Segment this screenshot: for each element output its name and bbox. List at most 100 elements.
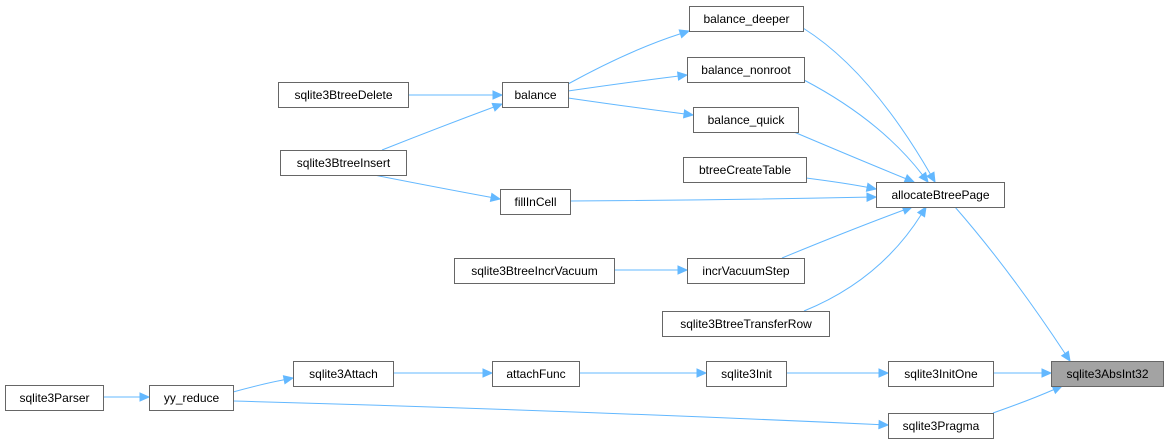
- arrowhead-icon: [1051, 385, 1064, 395]
- node-box: [683, 157, 807, 183]
- edge-balance_quick-to-allocateBtreePage: [793, 131, 916, 183]
- node-box: [149, 385, 234, 411]
- edge-yy_reduce-to-sqlite3Attach: [232, 375, 295, 393]
- node-btreeCreateTable[interactable]: btreeCreateTable: [683, 157, 807, 183]
- edge-sqlite3BtreeDelete-to-balance: [408, 90, 504, 100]
- edge-btreeCreateTable-to-allocateBtreePage: [805, 177, 878, 192]
- edge-sqlite3InitOne-to-sqlite3AbsInt32: [993, 368, 1053, 378]
- node-sqlite3InitOne[interactable]: sqlite3InitOne: [888, 361, 994, 387]
- node-label: sqlite3BtreeIncrVacuum: [471, 264, 598, 278]
- arrowhead-icon: [865, 182, 878, 192]
- arrowhead-icon: [492, 90, 504, 100]
- edge-balance-to-balance_deeper: [567, 29, 691, 85]
- arrowhead-icon: [1060, 350, 1071, 363]
- node-label: balance_nonroot: [701, 63, 791, 77]
- node-box: [876, 182, 1005, 208]
- edge-line: [954, 206, 1066, 354]
- node-sqlite3BtreeTransferRow[interactable]: sqlite3BtreeTransferRow: [662, 311, 830, 337]
- edge-line: [802, 27, 931, 175]
- node-label: incrVacuumStep: [702, 264, 789, 278]
- node-label: balance: [514, 88, 556, 102]
- node-label: sqlite3AbsInt32: [1066, 367, 1148, 381]
- edge-fillInCell-to-allocateBtreePage: [569, 192, 878, 202]
- node-sqlite3BtreeIncrVacuum[interactable]: sqlite3BtreeIncrVacuum: [454, 258, 615, 284]
- edge-balance_deeper-to-allocateBtreePage: [802, 27, 936, 184]
- node-box: [502, 82, 569, 108]
- edge-sqlite3BtreeIncrVacuum-to-incrVacuumStep: [614, 265, 689, 275]
- arrowhead-icon: [282, 375, 295, 385]
- node-box: [693, 107, 799, 133]
- node-label: yy_reduce: [164, 391, 220, 405]
- edge-line: [992, 389, 1054, 414]
- node-label: sqlite3BtreeTransferRow: [680, 317, 812, 331]
- node-label: fillInCell: [514, 195, 556, 209]
- edge-incrVacuumStep-to-allocateBtreePage: [781, 205, 914, 259]
- arrowhead-icon: [677, 265, 689, 275]
- arrowhead-icon: [1041, 368, 1053, 378]
- edge-line: [569, 196, 868, 202]
- node-sqlite3Parser[interactable]: sqlite3Parser: [5, 385, 104, 411]
- node-box: [687, 57, 805, 83]
- arrowhead-icon: [491, 102, 504, 112]
- node-label: btreeCreateTable: [699, 163, 791, 177]
- arrowhead-icon: [916, 205, 927, 218]
- edge-line: [803, 79, 923, 176]
- edge-sqlite3Parser-to-yy_reduce: [103, 392, 151, 402]
- node-box: [888, 413, 994, 439]
- arrowhead-icon: [489, 192, 502, 202]
- node-yy_reduce[interactable]: yy_reduce: [149, 385, 234, 411]
- edge-line: [232, 379, 285, 393]
- node-label: sqlite3Init: [721, 367, 772, 381]
- node-fillInCell[interactable]: fillInCell: [500, 189, 571, 215]
- arrowhead-icon: [878, 368, 890, 378]
- node-label: sqlite3Attach: [309, 367, 378, 381]
- edge-line: [803, 214, 922, 312]
- node-incrVacuumStep[interactable]: incrVacuumStep: [687, 258, 805, 284]
- node-layer: balance_deeper balance_nonroot sqlite3Btre…: [5, 6, 1164, 439]
- node-label: sqlite3InitOne: [904, 367, 978, 381]
- edge-layer: [103, 27, 1071, 430]
- edge-balance-to-balance_nonroot: [567, 71, 689, 92]
- node-balance[interactable]: balance: [502, 82, 569, 108]
- node-label: balance_deeper: [703, 12, 789, 26]
- node-box: [500, 189, 571, 215]
- node-label: sqlite3BtreeInsert: [297, 156, 391, 170]
- edge-sqlite3BtreeInsert-to-fillInCell: [373, 174, 502, 202]
- edge-line: [373, 174, 492, 198]
- arrowhead-icon: [696, 368, 708, 378]
- node-balance_nonroot[interactable]: balance_nonroot: [687, 57, 805, 83]
- node-box: [454, 258, 615, 284]
- edge-balance_nonroot-to-allocateBtreePage: [803, 79, 929, 183]
- node-box: [492, 361, 580, 387]
- node-allocateBtreePage[interactable]: allocateBtreePage: [876, 182, 1005, 208]
- node-balance_quick[interactable]: balance_quick: [693, 107, 799, 133]
- edge-line: [567, 33, 681, 85]
- arrowhead-icon: [682, 109, 695, 119]
- edge-line: [781, 209, 904, 259]
- edge-balance-to-balance_quick: [567, 97, 695, 119]
- node-sqlite3BtreeDelete[interactable]: sqlite3BtreeDelete: [278, 82, 409, 108]
- arrowhead-icon: [866, 192, 878, 202]
- edge-allocateBtreePage-to-sqlite3AbsInt32: [954, 206, 1071, 363]
- node-balance_deeper[interactable]: balance_deeper: [689, 6, 804, 32]
- edge-attachFunc-to-sqlite3Init: [579, 368, 708, 378]
- edge-sqlite3Init-to-sqlite3InitOne: [786, 368, 890, 378]
- node-label: allocateBtreePage: [891, 188, 989, 202]
- node-box: [1051, 361, 1164, 387]
- arrowhead-icon: [678, 29, 691, 39]
- edge-sqlite3Attach-to-attachFunc: [393, 368, 494, 378]
- node-sqlite3Attach[interactable]: sqlite3Attach: [293, 361, 394, 387]
- arrowhead-icon: [482, 368, 494, 378]
- node-attachFunc[interactable]: attachFunc: [492, 361, 580, 387]
- edge-line: [232, 400, 880, 426]
- node-label: sqlite3Pragma: [903, 419, 980, 433]
- node-sqlite3Init[interactable]: sqlite3Init: [706, 361, 787, 387]
- node-box: [5, 385, 104, 411]
- node-box: [706, 361, 787, 387]
- node-sqlite3BtreeInsert[interactable]: sqlite3BtreeInsert: [280, 150, 407, 176]
- node-box: [888, 361, 994, 387]
- edge-line: [567, 75, 679, 92]
- node-sqlite3AbsInt32[interactable]: sqlite3AbsInt32: [1051, 361, 1164, 387]
- node-sqlite3Pragma[interactable]: sqlite3Pragma: [888, 413, 994, 439]
